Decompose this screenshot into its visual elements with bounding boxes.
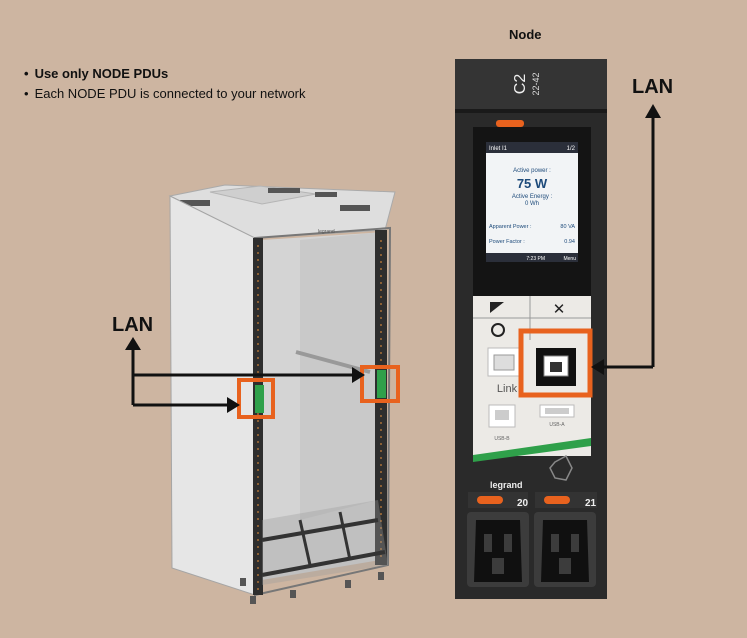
lan-label-right: LAN (632, 76, 674, 98)
pdu-display (486, 142, 578, 262)
lan-label-left: LAN (112, 314, 154, 336)
lan-connection-right (591, 104, 661, 375)
bullet-item: Use only NODE PDUs (24, 64, 306, 84)
pdu-brand-logo: legrand (490, 480, 523, 490)
screen-active-power-label: Active power : (513, 168, 551, 174)
outlet-20: 20 (467, 492, 529, 587)
node-pdu: C2 22-42 Inlet I1 1/2 Active power : 75 … (455, 59, 607, 599)
bullet-item: Each NODE PDU is connected to your netwo… (24, 84, 306, 104)
outlet-1-number: 20 (517, 498, 529, 509)
outlet-21: 21 (534, 492, 597, 587)
link-port-label: Link (497, 383, 518, 395)
pdu-range: 22-42 (531, 72, 541, 95)
screen-active-power-value: 75 W (517, 176, 548, 191)
screen-apparent-power-value: 80 VA (560, 224, 575, 230)
server-rack: legrand (168, 184, 400, 604)
node-title: Node (509, 27, 542, 42)
screen-inlet: Inlet I1 (489, 146, 508, 152)
triangle-button-icon[interactable] (490, 302, 504, 313)
circle-button-icon[interactable] (491, 323, 505, 337)
lan-port-highlight (518, 328, 593, 398)
usb-b-label: USB-B (494, 436, 510, 442)
pdu-model: C2 (512, 74, 529, 95)
screen-menu: Menu (563, 256, 576, 262)
usb-a-label: USB-A (549, 422, 565, 428)
screen-time: 7:23 PM (526, 256, 545, 262)
close-button-icon[interactable]: ✕ (553, 301, 566, 318)
rack-brand-logo: legrand (318, 229, 335, 235)
screen-power-factor-label: Power Factor : (489, 239, 525, 245)
screen-active-energy-label: Active Energy : (512, 194, 553, 200)
bullet-list: Use only NODE PDUs Each NODE PDU is conn… (24, 64, 306, 104)
screen-power-factor-value: 0.94 (564, 239, 575, 245)
outlet-2-number: 21 (585, 498, 597, 509)
lan-connection-left (125, 337, 365, 413)
screen-apparent-power-label: Apparent Power : (489, 224, 532, 230)
screen-active-energy-value: 0 Wh (525, 201, 539, 207)
screen-page: 1/2 (567, 146, 576, 152)
